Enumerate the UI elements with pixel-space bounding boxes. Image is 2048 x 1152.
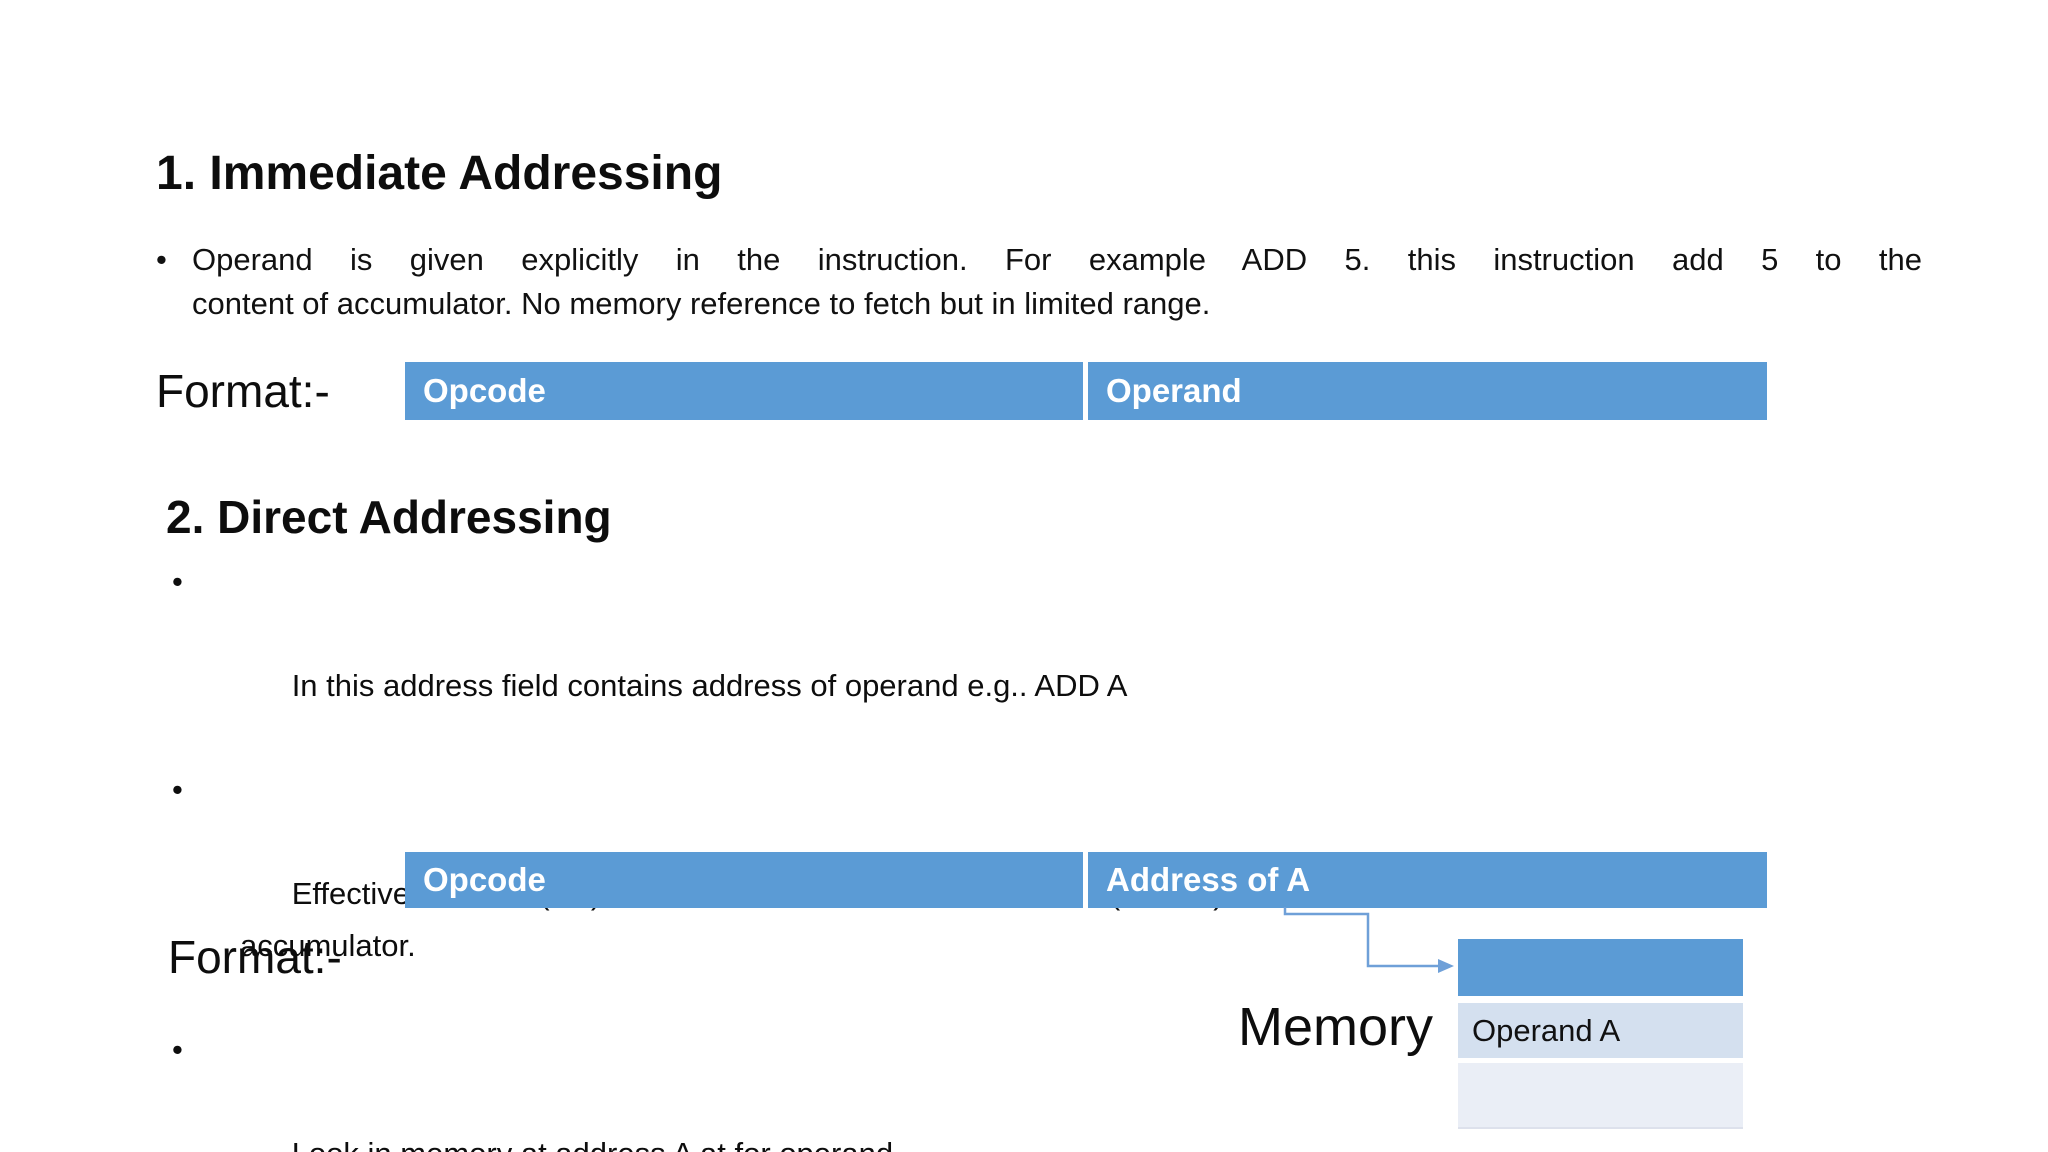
format-table-immediate: Opcode Operand	[405, 362, 1767, 420]
bullet-item: • Look in memory at address A at for ope…	[170, 1024, 1910, 1152]
memory-label: Memory	[1238, 997, 1434, 1057]
address-pointer-arrow-icon	[1283, 907, 1454, 973]
bullet-text: In this address field contains address o…	[291, 668, 1128, 703]
format-label-immediate: Format:-	[156, 365, 330, 417]
bullet-marker: •	[172, 772, 183, 807]
bullet-marker: •	[156, 242, 167, 277]
bullet-marker: •	[172, 1032, 183, 1067]
bullet-item: • In this address field contains address…	[170, 556, 1910, 764]
direct-opcode-cell: Opcode	[405, 852, 1083, 908]
section2-title: 2. Direct Addressing	[166, 491, 612, 543]
section1-title: 1. Immediate Addressing	[156, 147, 723, 200]
memory-row-pointed	[1458, 939, 1743, 996]
immediate-operand-cell: Operand	[1088, 362, 1767, 420]
bullet-marker: •	[172, 564, 183, 599]
direct-address-cell: Address of A	[1088, 852, 1767, 908]
section1-bullet-line2: content of accumulator. No memory refere…	[192, 286, 1211, 321]
memory-row-empty	[1458, 1063, 1743, 1129]
memory-row-operand: Operand A	[1458, 1003, 1743, 1058]
format-label-direct: Format:-	[168, 931, 342, 983]
bullet-text: Look in memory at address A at for opera…	[292, 1136, 902, 1152]
immediate-opcode-cell: Opcode	[405, 362, 1083, 420]
section1-bullet-paragraph: • Operand is given explicitly in the ins…	[156, 238, 1922, 326]
section1-bullet-line1: Operand is given explicitly in the instr…	[192, 242, 1922, 277]
format-table-direct: Opcode Address of A	[405, 852, 1767, 908]
